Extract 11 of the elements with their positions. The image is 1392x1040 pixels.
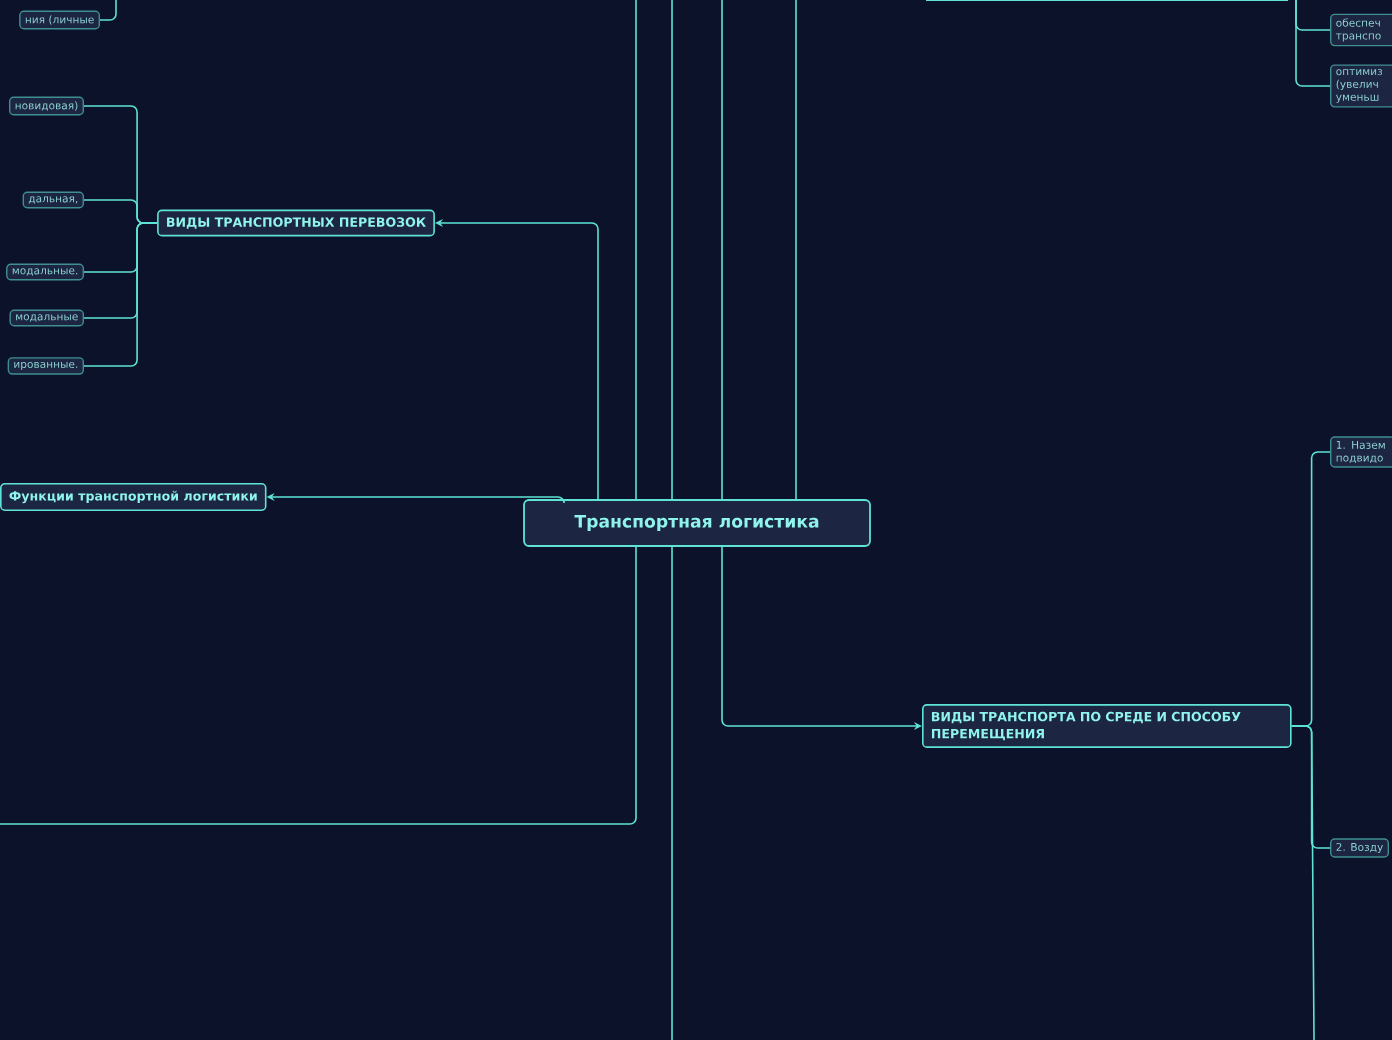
connector	[99, 0, 117, 21]
connector	[671, 546, 673, 1040]
central-topic-box: Транспортная логистика	[523, 499, 871, 547]
connector	[1290, 725, 1315, 1040]
connector	[83, 222, 158, 367]
connector	[0, 546, 637, 825]
connector	[795, 0, 797, 500]
connector	[721, 0, 723, 500]
connector	[635, 0, 637, 500]
connector	[1295, 0, 1331, 87]
connector	[671, 0, 673, 500]
